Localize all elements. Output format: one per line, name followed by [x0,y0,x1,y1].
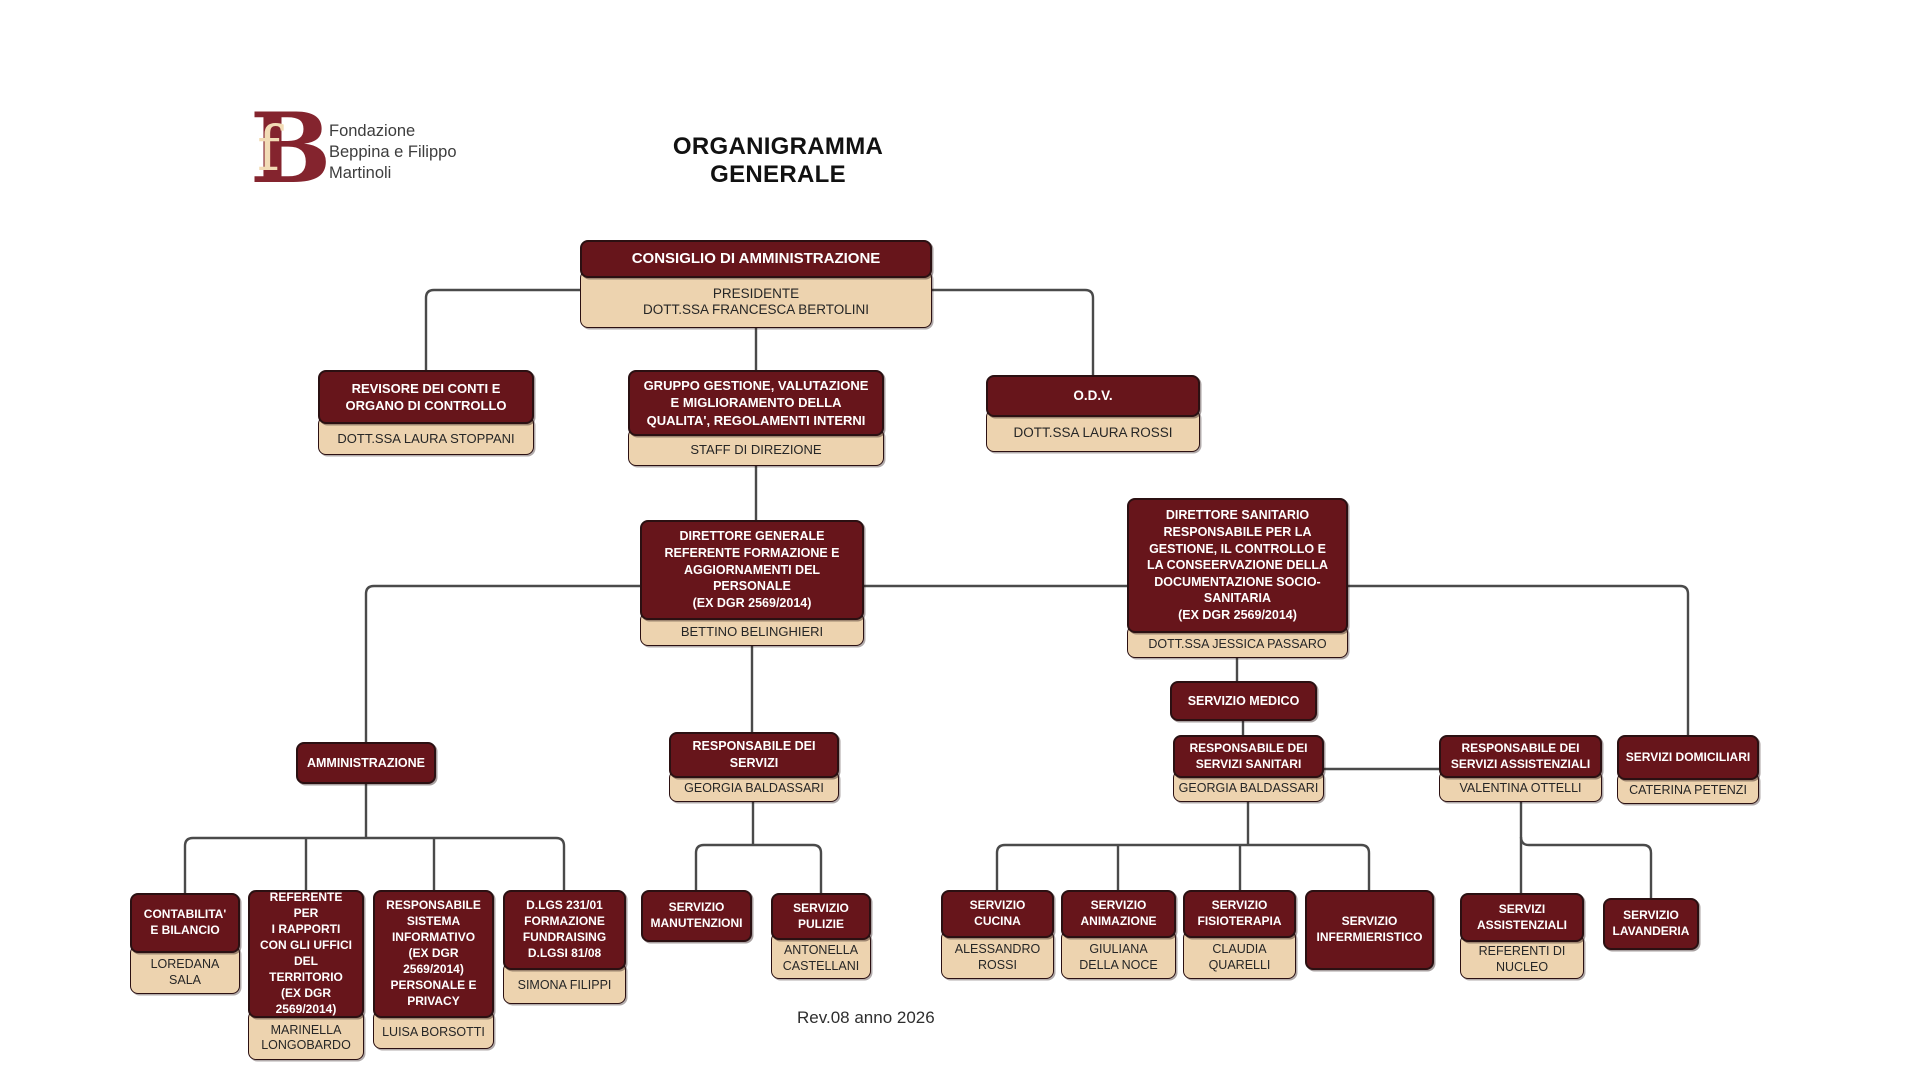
node-title-direttore-generale: DIRETTORE GENERALE REFERENTE FORMAZIONE … [640,520,864,620]
node-title-responsabile-servizi-sanitari: RESPONSABILE DEI SERVIZI SANITARI [1173,735,1324,778]
org-node-dlgs-formazione-fundraising: D.LGS 231/01 FORMAZIONE FUNDRAISING D.LG… [503,890,626,1004]
node-title-direttore-sanitario: DIRETTORE SANITARIO RESPONSABILE PER LA … [1127,498,1348,633]
node-title-dlgs-formazione-fundraising: D.LGS 231/01 FORMAZIONE FUNDRAISING D.LG… [503,890,626,970]
org-node-gruppo-gestione-qualita: GRUPPO GESTIONE, VALUTAZIONE E MIGLIORAM… [628,370,884,466]
node-title-servizio-animazione: SERVIZIO ANIMAZIONE [1061,890,1176,938]
node-title-servizio-manutenzioni: SERVIZIO MANUTENZIONI [641,890,752,942]
org-node-revisore-conti: REVISORE DEI CONTI E ORGANO DI CONTROLLO… [318,370,534,455]
connector-amministrazione-rail [183,836,566,893]
connector-responsabile-servizi-rail [694,843,823,893]
org-node-servizio-medico: SERVIZIO MEDICO [1170,681,1317,721]
node-title-servizio-lavanderia: SERVIZIO LAVANDERIA [1603,898,1699,950]
connector-rail-left-to-amministrazione [364,584,640,742]
org-node-direttore-generale: DIRETTORE GENERALE REFERENTE FORMAZIONE … [640,520,864,646]
node-title-contabilita-bilancio: CONTABILITA' E BILANCIO [130,893,240,953]
org-node-referente-rapporti-uffici: REFERENTE PER I RAPPORTI CON GLI UFFICI … [248,890,364,1060]
org-node-odv: O.D.V.DOTT.SSA LAURA ROSSI [986,375,1200,452]
node-title-servizio-fisioterapia: SERVIZIO FISIOTERAPIA [1183,890,1296,938]
node-person-consiglio-amministrazione: PRESIDENTE DOTT.SSA FRANCESCA BERTOLINI [580,270,932,328]
org-node-servizio-manutenzioni: SERVIZIO MANUTENZIONI [641,890,752,942]
connector-consiglio-to-revisore [424,288,580,370]
node-person-referente-rapporti-uffici: MARINELLA LONGOBARDO [248,1010,364,1060]
node-title-gruppo-gestione-qualita: GRUPPO GESTIONE, VALUTAZIONE E MIGLIORAM… [628,370,884,436]
node-title-servizio-medico: SERVIZIO MEDICO [1170,681,1317,721]
node-title-responsabile-sistema-informativo: RESPONSABILE SISTEMA INFORMATIVO (EX DGR… [373,890,494,1018]
connector-branch-lavanderia [1519,836,1653,898]
foundation-logo: B f Fondazione Beppina e Filippo Martino… [250,101,457,197]
connector-consiglio-to-odv [932,288,1095,375]
node-person-servizio-animazione: GIULIANA DELLA NOCE [1061,930,1176,979]
node-title-revisore-conti: REVISORE DEI CONTI E ORGANO DI CONTROLLO [318,370,534,424]
node-title-servizio-pulizie: SERVIZIO PULIZIE [771,893,871,940]
node-title-odv: O.D.V. [986,375,1200,417]
node-title-servizi-domiciliari: SERVIZI DOMICILIARI [1617,735,1759,780]
org-node-servizio-lavanderia: SERVIZIO LAVANDERIA [1603,898,1699,950]
logo-monogram: B f [250,101,331,197]
node-title-amministrazione: AMMINISTRAZIONE [296,742,436,784]
org-node-servizio-infermieristico: SERVIZIO INFERMIERISTICO [1305,890,1434,970]
node-person-servizio-cucina: ALESSANDRO ROSSI [941,930,1054,979]
node-title-responsabile-servizi-assistenziali: RESPONSABILE DEI SERVIZI ASSISTENZIALI [1439,735,1602,778]
connector-rail-right-to-servizi-domiciliari [1347,584,1690,735]
org-node-direttore-sanitario: DIRETTORE SANITARIO RESPONSABILE PER LA … [1127,498,1348,658]
node-title-servizio-infermieristico: SERVIZIO INFERMIERISTICO [1305,890,1434,970]
connector-responsabile-sanitari-rail [995,843,1371,890]
node-title-responsabile-servizi: RESPONSABILE DEI SERVIZI [669,732,839,778]
node-person-servizio-fisioterapia: CLAUDIA QUARELLI [1183,930,1296,979]
node-title-servizi-assistenziali: SERVIZI ASSISTENZIALI [1460,893,1584,942]
foundation-name: Fondazione Beppina e Filippo Martinoli [329,122,457,183]
node-title-referente-rapporti-uffici: REFERENTE PER I RAPPORTI CON GLI UFFICI … [248,890,364,1018]
logo-f-glyph: f [257,112,280,185]
node-title-servizio-cucina: SERVIZIO CUCINA [941,890,1054,938]
node-title-consiglio-amministrazione: CONSIGLIO DI AMMINISTRAZIONE [580,240,932,278]
revision-note: Rev.08 anno 2026 [797,1008,935,1027]
org-node-responsabile-sistema-informativo: RESPONSABILE SISTEMA INFORMATIVO (EX DGR… [373,890,494,1049]
page-title: ORGANIGRAMMA GENERALE [672,133,884,188]
org-node-amministrazione: AMMINISTRAZIONE [296,742,436,784]
logo-b-glyph: B [250,92,331,205]
